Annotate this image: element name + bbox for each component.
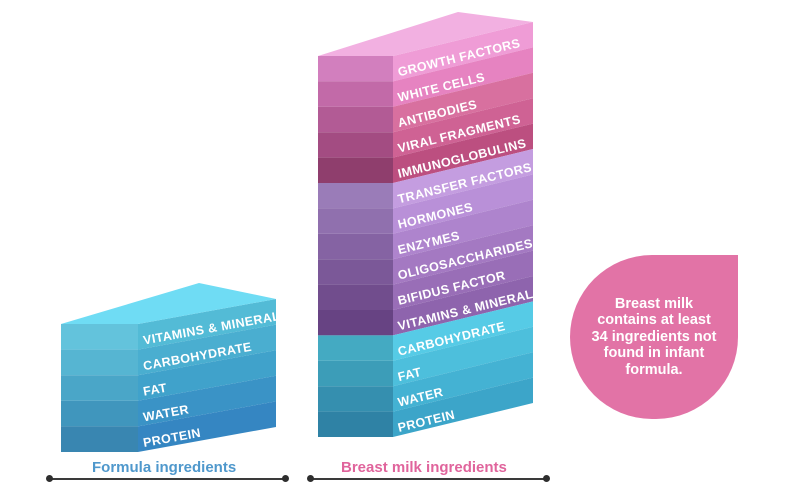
breast-milk-layer-side-4 — [393, 123, 533, 183]
formula-baseline-start-dot — [46, 475, 53, 482]
breast-milk-layer-front-12 — [318, 360, 393, 387]
breast-milk-layer-front-1 — [318, 81, 393, 107]
formula-layer-side-3 — [138, 375, 276, 427]
formula-top-face — [61, 283, 276, 324]
formula-layer-side-1 — [138, 324, 276, 376]
breast-milk-layer-front-14 — [318, 411, 393, 437]
callout-text: Breast milk contains at least 34 ingredi… — [591, 295, 717, 378]
breast-milk-layer-front-6 — [318, 208, 393, 234]
breast-milk-layer-side-5 — [393, 149, 533, 209]
formula-layer-side-4 — [138, 401, 276, 452]
breast-milk-top-face — [318, 12, 533, 56]
breast-milk-layer-side-10 — [393, 276, 533, 336]
breast-milk-layer-front-5 — [318, 183, 393, 209]
formula-layer-label-2: FAT — [142, 381, 168, 399]
formula-stack: VITAMINS & MINERALSCARBOHYDRATEFATWATERP… — [61, 283, 290, 452]
breast-milk-layer-front-2 — [318, 106, 393, 133]
breast-milk-layer-front-4 — [318, 157, 393, 183]
breast-milk-layer-side-12 — [393, 326, 533, 387]
breast-milk-layer-side-14 — [393, 377, 533, 437]
breast-milk-layer-front-8 — [318, 259, 393, 285]
breast-milk-layer-label-12: FAT — [396, 365, 423, 384]
formula-layer-front-1 — [61, 349, 138, 376]
breast-milk-layer-front-3 — [318, 132, 393, 158]
breast-milk-layer-front-13 — [318, 386, 393, 412]
breast-milk-layer-side-9 — [393, 250, 533, 310]
breast-milk-layer-side-13 — [393, 352, 533, 412]
formula-layer-front-4 — [61, 426, 138, 452]
breast-milk-layer-side-2 — [393, 72, 533, 133]
formula-layer-side-2 — [138, 350, 276, 401]
breast-milk-layer-front-9 — [318, 284, 393, 310]
formula-layer-side-0 — [138, 299, 276, 350]
breast-milk-caption: Breast milk ingredients — [341, 459, 507, 476]
breast-milk-layer-side-6 — [393, 174, 533, 234]
formula-caption: Formula ingredients — [92, 459, 237, 476]
breast-milk-baseline-start-dot — [307, 475, 314, 482]
formula-baseline — [50, 478, 286, 480]
breast-milk-baseline-end-dot — [543, 475, 550, 482]
formula-baseline-end-dot — [282, 475, 289, 482]
breast-milk-layer-side-7 — [393, 199, 533, 260]
breast-milk-layer-front-10 — [318, 310, 393, 336]
breast-milk-layer-side-3 — [393, 98, 533, 158]
breast-milk-layer-front-0 — [318, 56, 393, 82]
breast-milk-baseline — [311, 478, 547, 480]
breast-milk-layer-front-11 — [318, 335, 393, 361]
formula-layer-front-0 — [61, 324, 138, 350]
breast-milk-layer-side-8 — [393, 225, 533, 285]
callout-bubble: Breast milk contains at least 34 ingredi… — [570, 255, 738, 419]
breast-milk-layer-side-1 — [393, 47, 533, 107]
formula-layer-front-3 — [61, 400, 138, 427]
breast-milk-layer-side-0 — [393, 22, 533, 82]
breast-milk-layer-front-7 — [318, 233, 393, 260]
formula-layer-front-2 — [61, 375, 138, 401]
breast-milk-layer-side-11 — [393, 301, 533, 361]
